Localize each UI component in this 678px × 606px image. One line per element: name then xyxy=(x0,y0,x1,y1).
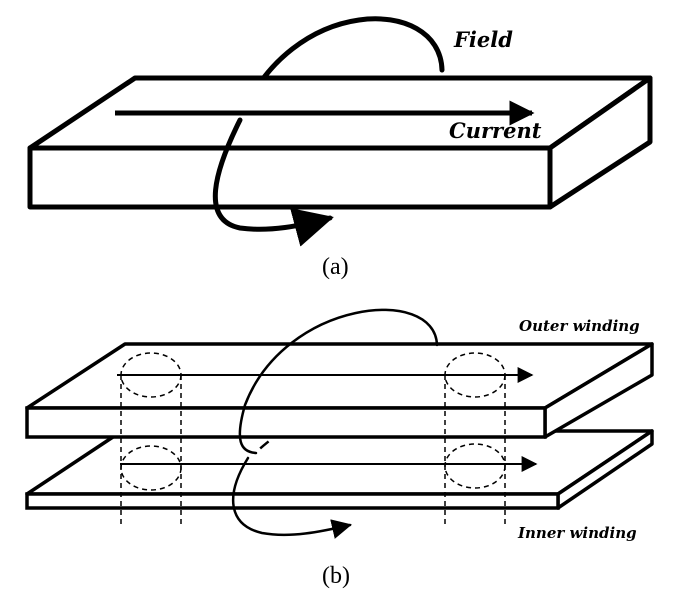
field-loop-solid-lower xyxy=(231,456,352,539)
inner-winding-plate xyxy=(25,429,654,510)
outer-winding-label: Outer winding xyxy=(519,317,640,335)
field-loop-solid-upper xyxy=(238,308,439,455)
current-label: Current xyxy=(449,118,542,143)
inner-winding-label: Inner winding xyxy=(517,524,637,542)
panel-b: Outer winding Inner winding (b) xyxy=(25,308,654,589)
field-label: Field xyxy=(453,27,513,52)
caption-a: (a) xyxy=(322,254,349,280)
panel-a: Field Current (a) xyxy=(27,16,653,280)
conductor-slab xyxy=(27,75,653,210)
caption-b: (b) xyxy=(322,563,350,589)
field-loop-front xyxy=(212,117,334,247)
